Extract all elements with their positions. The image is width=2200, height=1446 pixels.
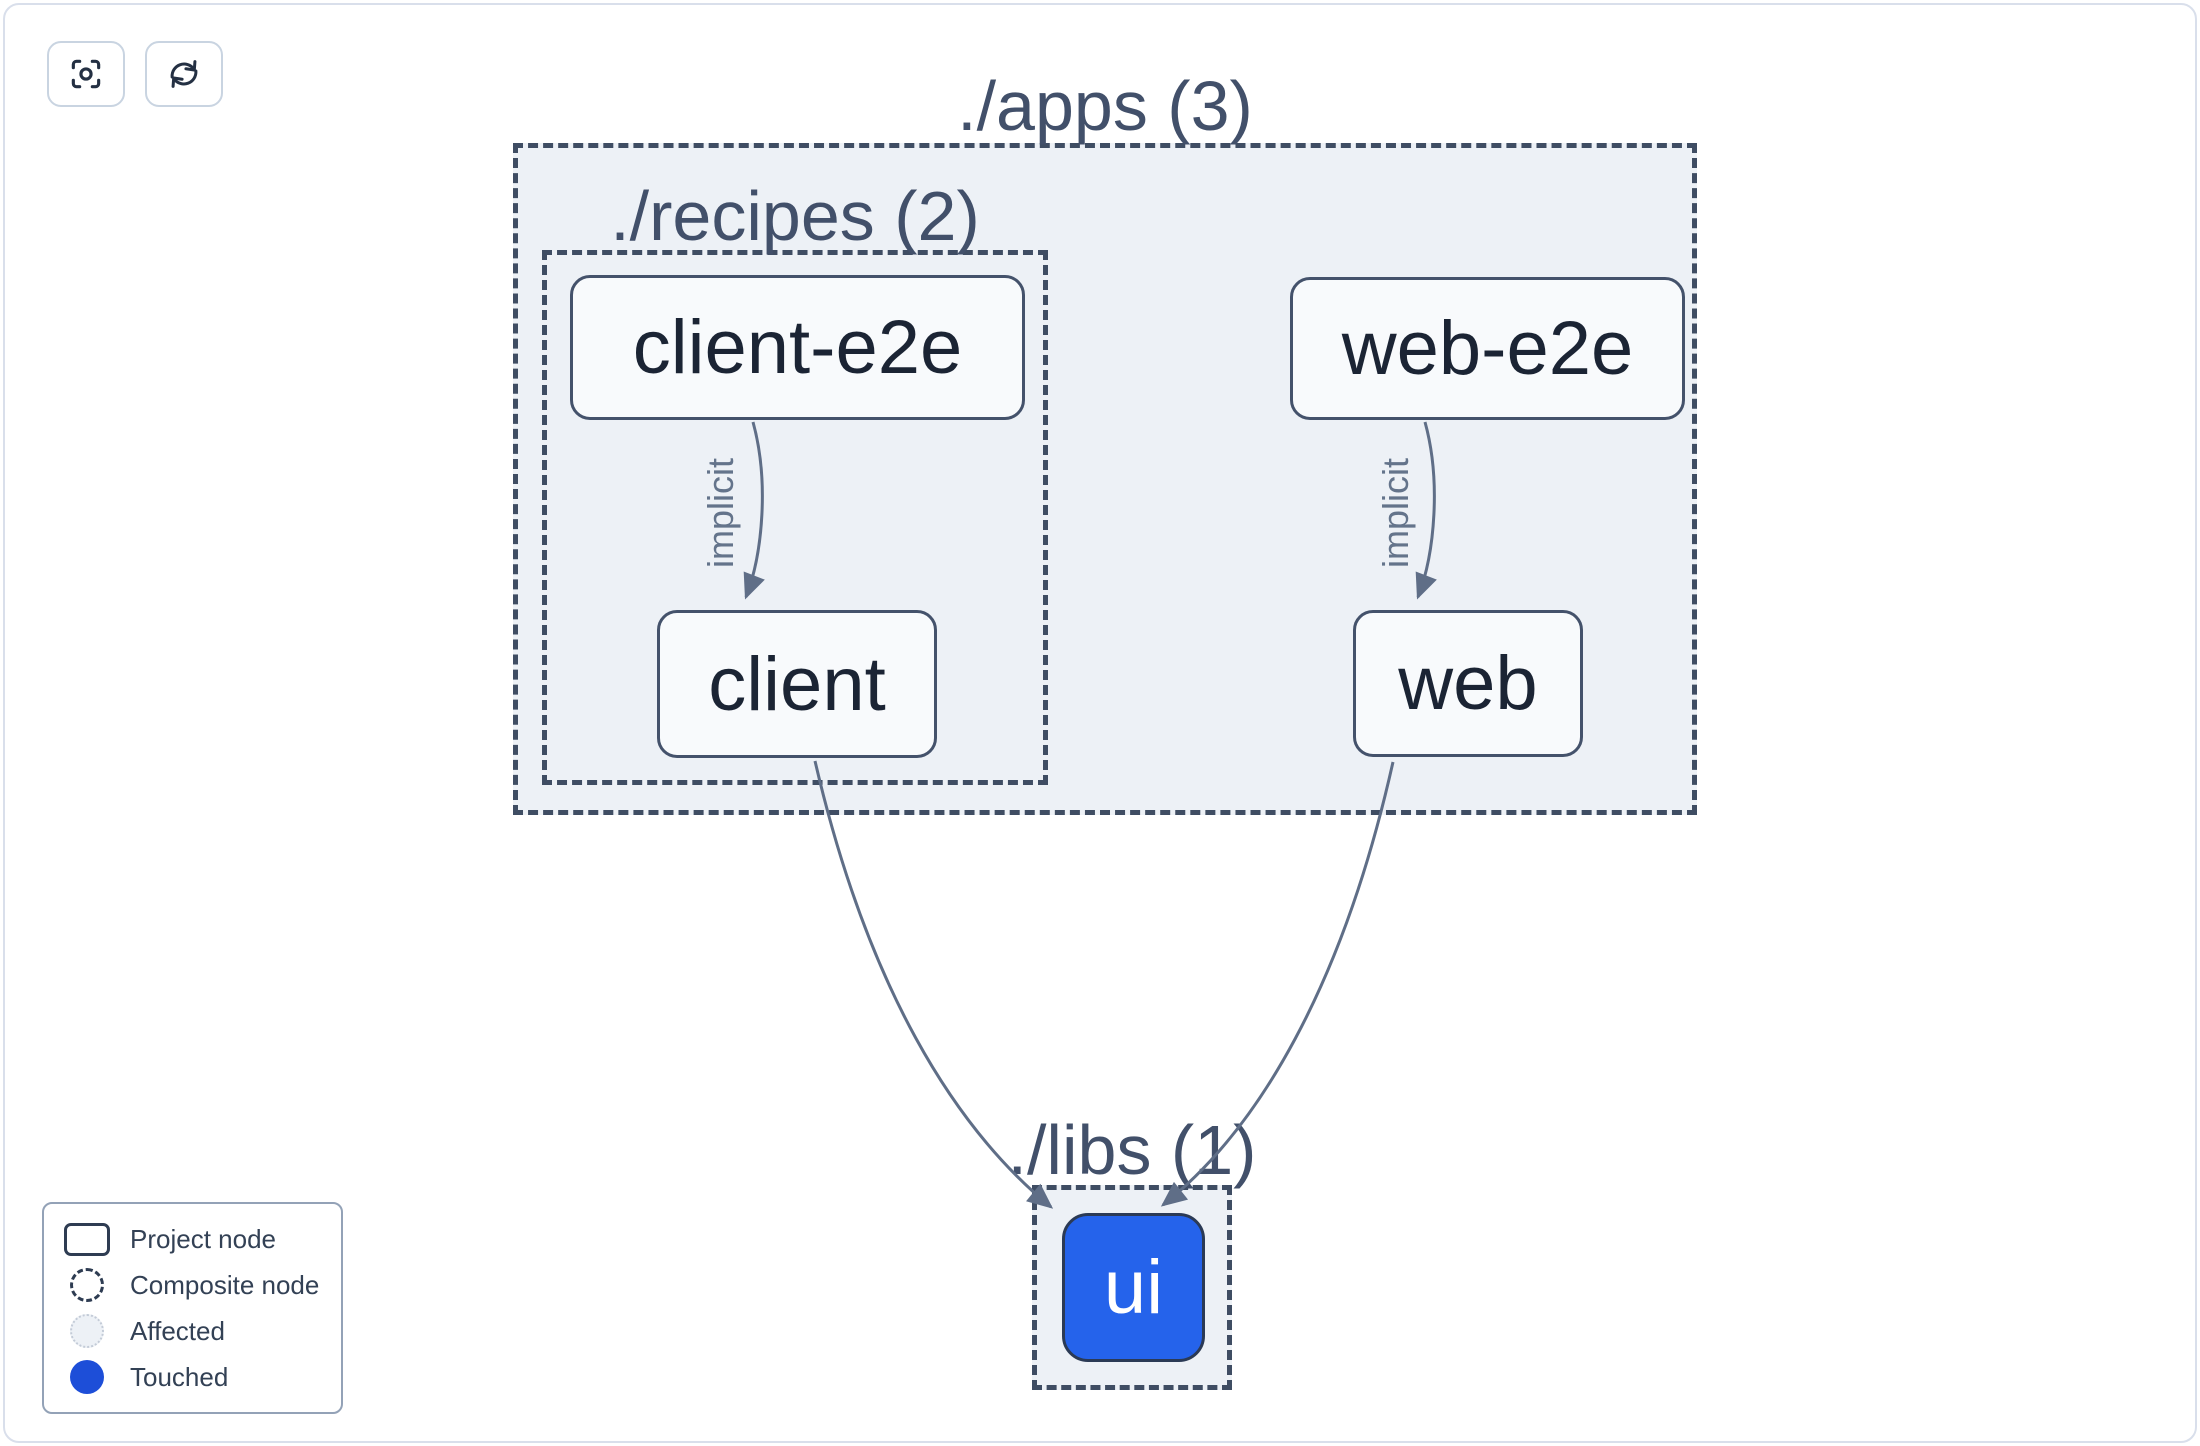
refresh-icon — [165, 55, 203, 93]
legend-label: Project node — [130, 1223, 276, 1254]
edge-label-implicit-client: implicit — [700, 457, 741, 569]
edge-client-to-ui[interactable] — [813, 760, 1054, 1209]
node-web-e2e-label: web-e2e — [1341, 306, 1634, 391]
focus-icon — [67, 55, 105, 93]
node-web[interactable]: web — [1353, 610, 1583, 757]
group-libs-title: ./libs (1) — [1007, 1111, 1257, 1189]
edges-layer — [743, 421, 1437, 1209]
legend-item-project-node: Project node — [58, 1217, 327, 1261]
group-recipes-title: ./recipes (2) — [610, 177, 980, 255]
legend-item-touched: Touched — [58, 1355, 327, 1399]
node-ui-label: ui — [1103, 1245, 1164, 1330]
refresh-button[interactable] — [145, 41, 223, 107]
composite-node-swatch-icon — [58, 1268, 116, 1302]
edge-web-to-ui[interactable] — [1160, 761, 1395, 1207]
node-web-label: web — [1398, 641, 1538, 726]
node-web-e2e[interactable]: web-e2e — [1290, 277, 1685, 420]
project-node-swatch-icon — [58, 1222, 116, 1256]
node-client-label: client — [708, 641, 886, 727]
edge-client-e2e-to-client[interactable] — [743, 421, 765, 600]
node-client-e2e[interactable]: client-e2e — [570, 275, 1025, 420]
legend-label: Touched — [130, 1361, 229, 1392]
legend-item-affected: Affected — [58, 1309, 327, 1353]
project-graph-canvas[interactable]: ./apps (3) ./recipes (2) ./libs (1) impl… — [3, 3, 2197, 1443]
node-client-e2e-label: client-e2e — [632, 305, 963, 390]
affected-swatch-icon — [58, 1314, 116, 1348]
node-client[interactable]: client — [657, 610, 937, 758]
graph-legend: Project node Composite node Affected Tou… — [42, 1202, 343, 1414]
node-ui-touched[interactable]: ui — [1062, 1213, 1205, 1362]
legend-label: Composite node — [130, 1269, 320, 1300]
reset-focus-button[interactable] — [47, 41, 125, 107]
edge-web-e2e-to-web[interactable] — [1415, 421, 1437, 600]
legend-item-composite-node: Composite node — [58, 1263, 327, 1307]
group-apps-title: ./apps (3) — [957, 67, 1253, 145]
edge-label-implicit-web: implicit — [1375, 457, 1416, 569]
legend-label: Affected — [130, 1315, 225, 1346]
touched-swatch-icon — [58, 1360, 116, 1394]
